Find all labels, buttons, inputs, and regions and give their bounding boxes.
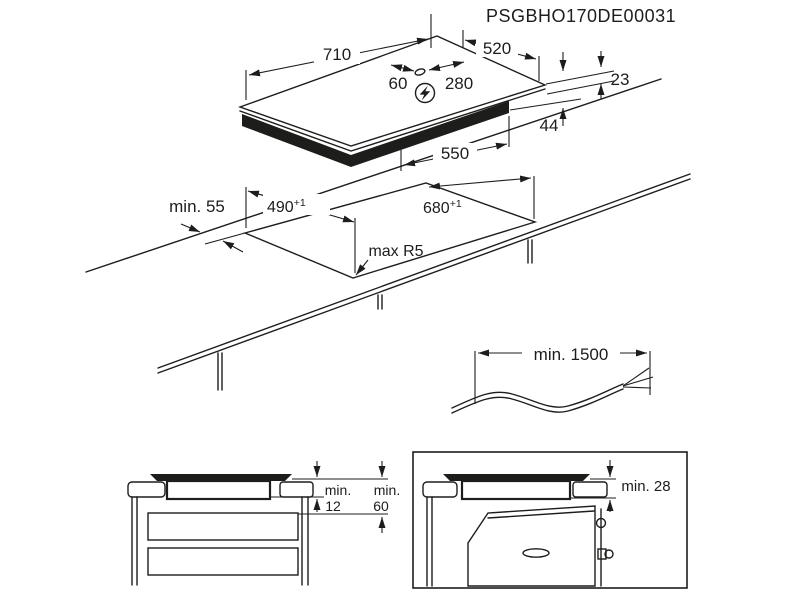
cable-offset-left-value: 60 bbox=[389, 74, 408, 93]
hob-isometric-view: 710 520 60 280 bbox=[237, 14, 630, 171]
power-cable-illustration: min. 1500 bbox=[451, 345, 654, 414]
hob-casing-section-2 bbox=[460, 479, 572, 501]
power-connection-icon bbox=[414, 82, 436, 104]
cutout-depth-tolerance: +1 bbox=[294, 197, 306, 209]
mains-connection-position: 60 280 bbox=[389, 61, 473, 104]
hob-glass-rim-line bbox=[239, 88, 546, 152]
oven-hinge-icon bbox=[595, 517, 607, 529]
cutout-width-tolerance: +1 bbox=[450, 198, 462, 210]
dim-drawer-clearances: min. min. 12 60 bbox=[271, 461, 400, 533]
cable-length-value: min. 1500 bbox=[534, 345, 609, 364]
figure-frame bbox=[412, 451, 688, 589]
mains-cable-icon bbox=[451, 367, 654, 414]
dim-hob-depth: 520 bbox=[462, 30, 540, 81]
hob-glass-section-2 bbox=[443, 474, 590, 481]
worktop-left-section bbox=[127, 481, 166, 498]
drawer-lower bbox=[147, 547, 299, 576]
dim-hob-heights: 23 44 bbox=[509, 51, 630, 135]
height-total-value: 44 bbox=[540, 116, 559, 135]
worktop-cutout-view: 490+1 680+1 min. 55 max R5 bbox=[85, 78, 691, 391]
hob-width-value: 710 bbox=[323, 45, 351, 64]
dim-casing-width: 550 bbox=[400, 116, 510, 171]
cutout-outline bbox=[242, 182, 538, 279]
doc-title: PSGBHO170DE00031 bbox=[486, 6, 676, 26]
dim-rear-clearance: min. 55 bbox=[169, 197, 244, 253]
corner-radius-label: max R5 bbox=[368, 243, 423, 260]
svg-text:680+1: 680+1 bbox=[423, 198, 462, 217]
casing-width-value: 550 bbox=[441, 144, 469, 163]
corner-radius-note: max R5 bbox=[355, 243, 424, 276]
rear-clearance-label: min. 55 bbox=[169, 197, 225, 216]
gap-to-drawer-value: 60 bbox=[373, 498, 389, 514]
min-label-2: min. bbox=[374, 482, 400, 498]
worktop-left-section-2 bbox=[422, 481, 458, 498]
oven-top-edge-line bbox=[487, 510, 595, 519]
hob-depth-value: 520 bbox=[483, 39, 511, 58]
hob-casing-section bbox=[165, 479, 272, 501]
oven-handle bbox=[522, 548, 550, 558]
svg-text:490+1: 490+1 bbox=[267, 197, 306, 216]
cabinet-side-left bbox=[426, 496, 433, 587]
worktop-legs bbox=[217, 239, 533, 391]
oven-clearance-value: min. 28 bbox=[621, 478, 670, 495]
worktop-right-section bbox=[279, 481, 314, 498]
worktop-front-edge-lines bbox=[157, 173, 691, 374]
oven-body bbox=[467, 505, 596, 587]
cross-section-oven-cabinet: min. 28 bbox=[412, 451, 688, 589]
dim-oven-clearance: min. 28 bbox=[570, 460, 671, 512]
cross-section-drawer-cabinet: min. min. 12 60 bbox=[127, 461, 400, 586]
cabinet-sides bbox=[131, 496, 309, 586]
hob-casing-band bbox=[242, 101, 509, 167]
min-label-1: min. bbox=[325, 482, 351, 498]
oven-illustration bbox=[467, 505, 614, 587]
cable-offset-right-value: 280 bbox=[445, 74, 473, 93]
hob-glass-section bbox=[150, 474, 292, 481]
cutout-width-value: 680 bbox=[423, 200, 450, 217]
height-above-value: 23 bbox=[611, 70, 630, 89]
worktop-right-section-2 bbox=[572, 481, 608, 498]
cutout-depth-value: 490 bbox=[267, 199, 294, 216]
oven-knob-icon bbox=[604, 549, 614, 559]
gap-below-worktop-value: 12 bbox=[325, 498, 341, 514]
cable-gland-icon bbox=[414, 68, 426, 76]
dim-hob-width: 710 bbox=[245, 14, 432, 100]
dim-cutout-width: 680+1 bbox=[423, 175, 535, 219]
cutout-back-edge-extension bbox=[204, 232, 246, 245]
drawer-upper bbox=[147, 512, 299, 541]
oven-knob-base bbox=[597, 548, 607, 560]
dim-cutout-depth: 490+1 bbox=[245, 187, 356, 273]
